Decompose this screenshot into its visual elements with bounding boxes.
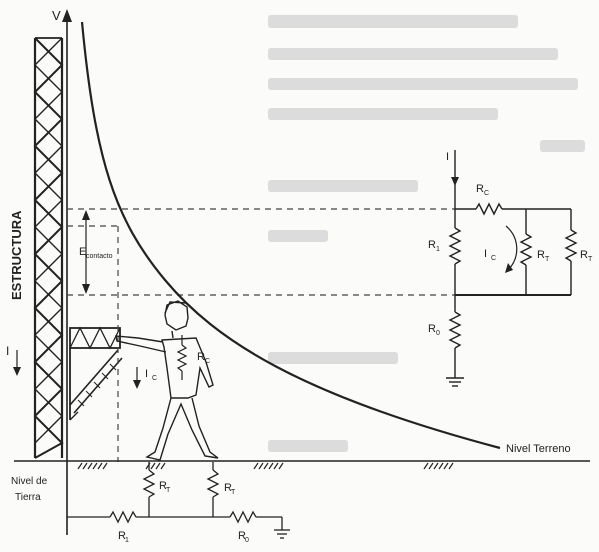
ground-network: R T R T R 1 R 0	[67, 462, 290, 544]
e-contact-label: E	[79, 246, 86, 258]
circuit-rc-subscript: C	[484, 190, 489, 197]
circuit-r0-label: R	[428, 323, 436, 335]
dashed-guides	[67, 208, 455, 462]
circuit-ic-subscript: C	[491, 255, 496, 262]
body-ic-subscript: C	[152, 375, 157, 382]
body-current-arrow: I C	[133, 367, 157, 389]
v-axis-label: V	[52, 8, 61, 23]
structure-current-label: I	[6, 344, 9, 358]
structure-tower	[33, 37, 64, 459]
circuit-rt1-label: R	[537, 249, 545, 261]
circuit-rt2-label: R	[580, 249, 588, 261]
circuit-r1-label: R	[428, 239, 436, 251]
ground-r0-label: R	[238, 530, 246, 542]
ground-hatch	[77, 462, 454, 470]
potential-curve	[80, 21, 501, 450]
ground-rt-right-label: R	[224, 482, 232, 494]
circuit-r1-subscript: 1	[436, 246, 440, 253]
v-axis: V	[52, 8, 72, 535]
ground-r0-subscript: 0	[245, 537, 249, 544]
circuit-i-label: I	[446, 151, 449, 163]
background-ghost-text	[268, 15, 585, 452]
worker-figure	[115, 300, 219, 461]
body-resistor: R C	[176, 335, 210, 380]
nivel-terreno-label: Nivel Terreno	[506, 443, 571, 455]
scaffold-platform	[69, 326, 123, 421]
structure-label: ESTRUCTURA	[9, 210, 24, 300]
circuit-rc-label: R	[476, 183, 484, 195]
ground-rt-left-label: R	[159, 480, 167, 492]
equivalent-circuit: I R 1 R C R T R T I C R 0	[428, 150, 593, 387]
contact-voltage-dimension: E contacto	[79, 210, 113, 294]
circuit-ic-label: I	[484, 248, 487, 260]
circuit-r0-subscript: 0	[436, 330, 440, 337]
body-ic-label: I	[145, 368, 148, 380]
body-rc-subscript: C	[205, 358, 210, 365]
structure-current-arrow: I	[6, 344, 21, 376]
ground-level: Nivel Terreno Nivel de Tierra	[11, 443, 590, 503]
e-contact-subscript: contacto	[86, 253, 113, 260]
ground-r1-label: R	[118, 530, 126, 542]
nivel-tierra-line2: Tierra	[15, 492, 41, 503]
ground-rt-right-subscript: T	[231, 489, 236, 496]
circuit-rt1-subscript: T	[545, 256, 550, 263]
circuit-rt2-subscript: T	[588, 256, 593, 263]
nivel-tierra-line1: Nivel de	[11, 476, 48, 487]
ground-rt-left-subscript: T	[166, 487, 171, 494]
body-rc-label: R	[197, 351, 205, 363]
ground-r1-subscript: 1	[125, 537, 129, 544]
